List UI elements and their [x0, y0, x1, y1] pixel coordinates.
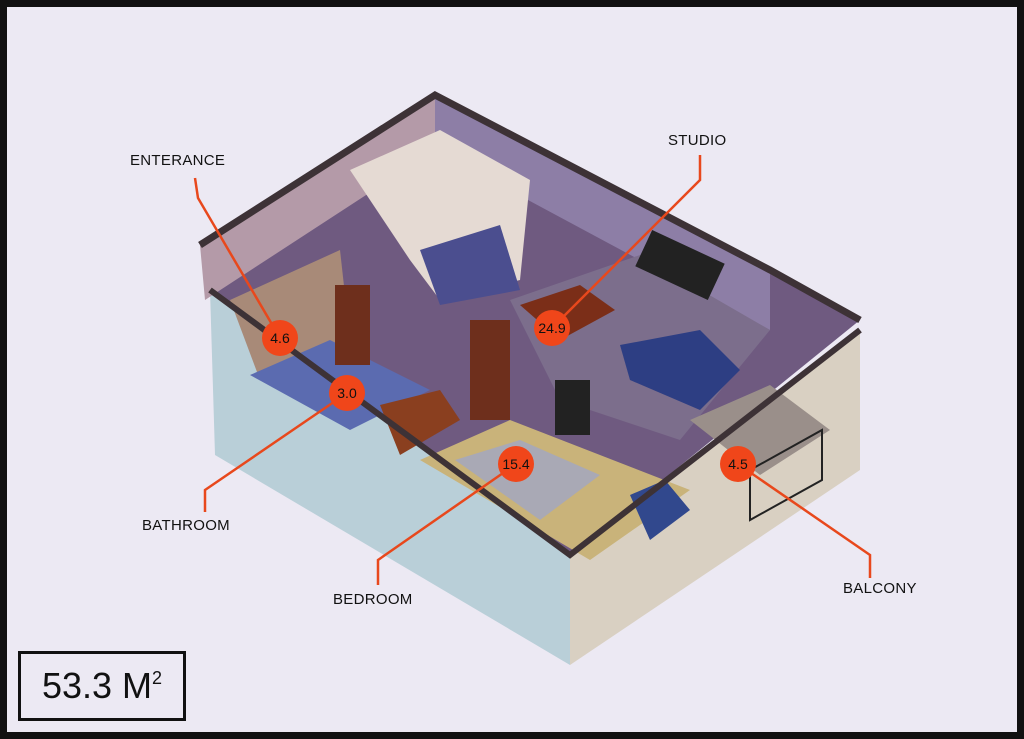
- room-label-studio: STUDIO: [668, 132, 727, 149]
- room-label-entrance: ENTERANCE: [130, 152, 226, 169]
- leader-line-studio: [551, 155, 702, 329]
- total-area-value: 53.3 M: [41, 665, 153, 706]
- door: [335, 285, 370, 365]
- back-left-wall: [200, 95, 435, 300]
- area-marker-balcony: 4.5: [720, 446, 756, 482]
- door: [470, 320, 510, 420]
- room-label-bedroom: BEDROOM: [333, 591, 413, 608]
- room-label-balcony: BALCONY: [843, 580, 917, 597]
- area-marker-entrance: 4.6: [262, 320, 298, 356]
- leader-line-bathroom: [203, 391, 348, 512]
- wall-top: [198, 90, 862, 324]
- leader-line-balcony: [737, 462, 872, 578]
- room-label-bathroom: BATHROOM: [142, 517, 230, 534]
- area-marker-bathroom: 3.0: [329, 375, 365, 411]
- balcony-railing: [749, 428, 823, 522]
- area-marker-bedroom: 15.4: [498, 446, 534, 482]
- wardrobe: [380, 390, 460, 455]
- total-area-exponent: 2: [152, 667, 163, 688]
- leader-line-entrance: [193, 177, 282, 339]
- tv: [555, 380, 590, 435]
- balcony-floor: [690, 385, 830, 475]
- kitchen-floor: [420, 225, 520, 305]
- wall-top: [208, 287, 862, 559]
- leader-line-bedroom: [376, 462, 517, 585]
- bed: [455, 440, 600, 520]
- sofa: [620, 330, 740, 410]
- wall-art: [635, 229, 725, 301]
- area-marker-studio: 24.9: [534, 310, 570, 346]
